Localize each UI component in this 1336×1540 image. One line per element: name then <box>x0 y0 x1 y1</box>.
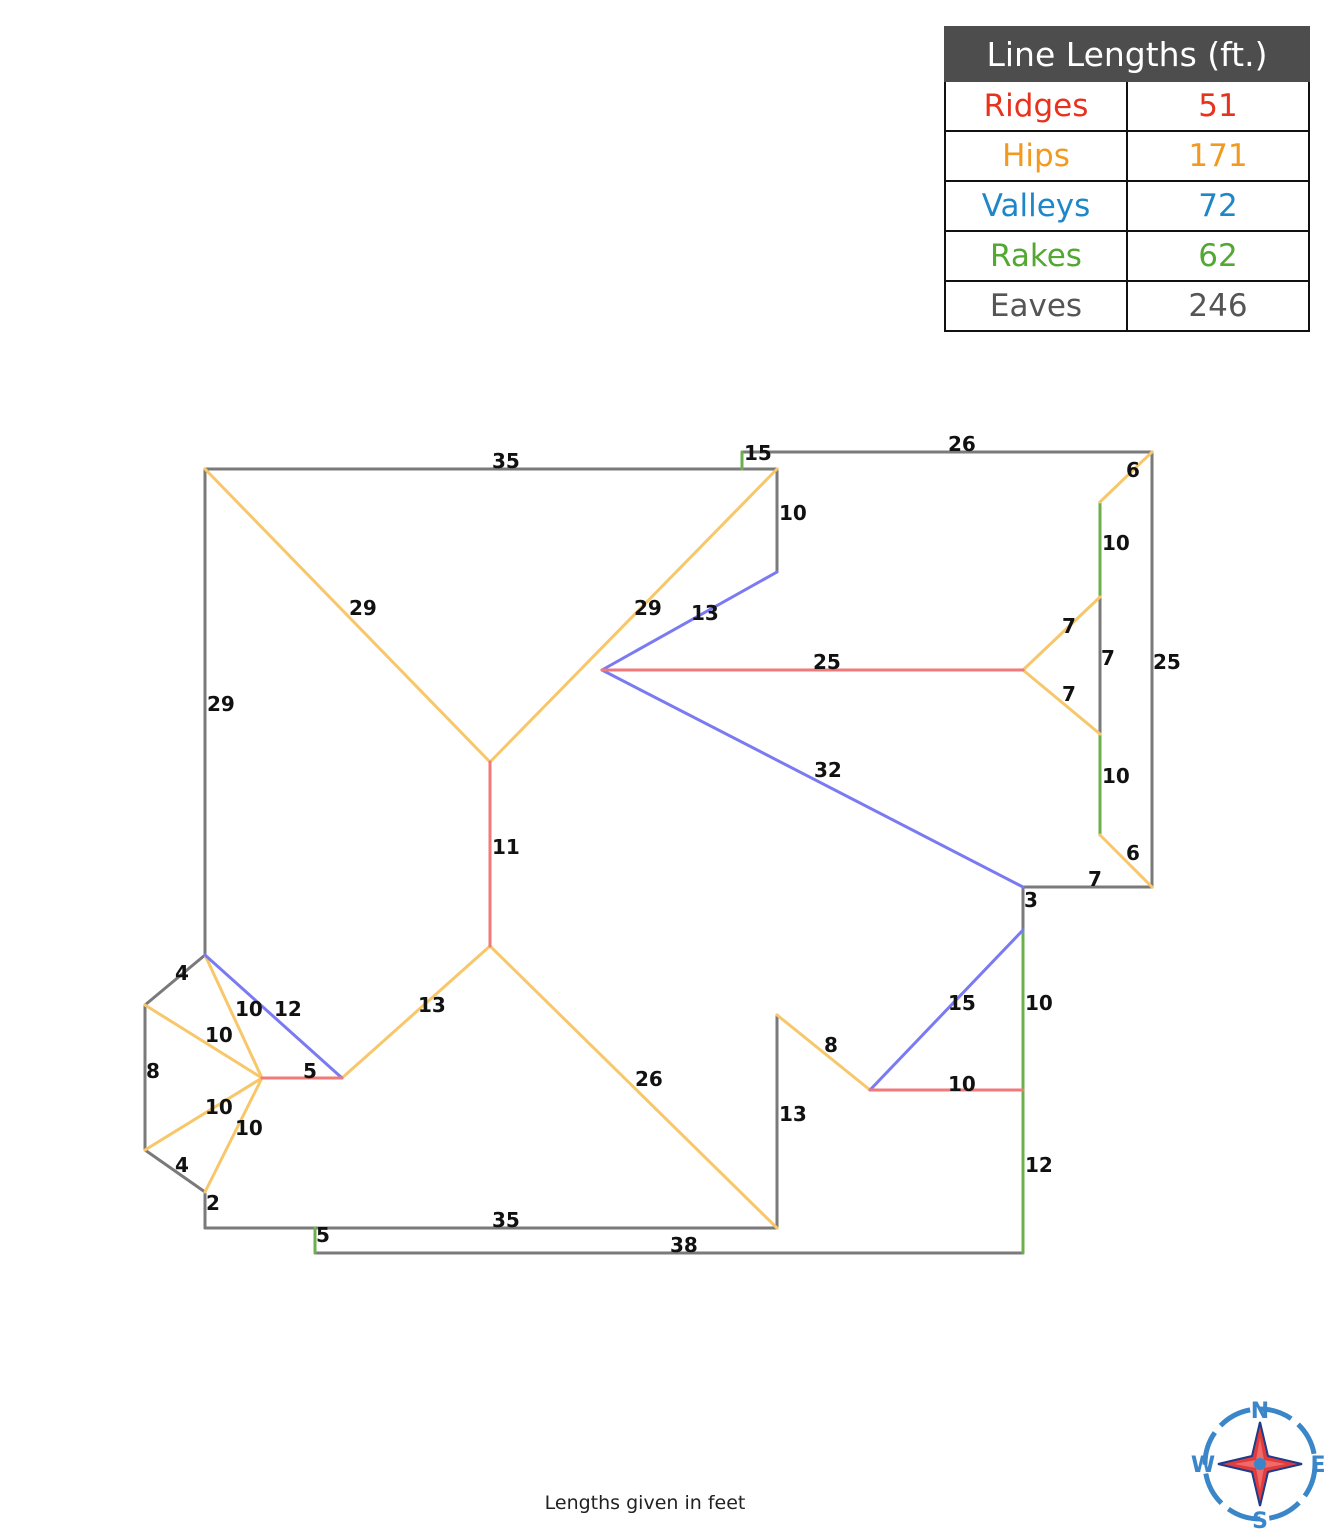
compass-east-label: E <box>1310 1453 1325 1478</box>
length-label: 10 <box>1102 764 1130 788</box>
length-label: 10 <box>235 997 263 1021</box>
length-label: 10 <box>235 1116 263 1140</box>
length-label: 10 <box>1102 531 1130 555</box>
legend-label-hips: Hips <box>944 130 1128 182</box>
length-label: 7 <box>1101 646 1115 670</box>
length-label: 15 <box>744 441 772 465</box>
eave-line <box>143 953 207 1007</box>
length-label: 5 <box>316 1223 330 1247</box>
length-label: 3 <box>1024 888 1038 912</box>
length-label: 10 <box>205 1095 233 1119</box>
length-label: 26 <box>635 1067 663 1091</box>
hip-line <box>203 1076 264 1194</box>
compass-ring <box>1202 1406 1318 1522</box>
legend-title: Line Lengths (ft.) <box>944 26 1310 82</box>
hip-line <box>340 944 492 1080</box>
units-note: Lengths given in feet <box>544 1492 746 1514</box>
length-label: 12 <box>274 997 302 1021</box>
hip-line <box>203 953 264 1080</box>
legend-label-valleys: Valleys <box>944 180 1128 232</box>
legend-row-ridges: Ridges 51 <box>944 80 1310 132</box>
length-label: 35 <box>492 1208 520 1232</box>
legend-row-valleys: Valleys 72 <box>944 180 1310 232</box>
valley-line <box>203 953 344 1080</box>
legend-row-hips: Hips 171 <box>944 130 1310 182</box>
length-label: 8 <box>824 1033 838 1057</box>
length-label: 32 <box>814 758 842 782</box>
length-label: 10 <box>779 501 807 525</box>
legend-label-rakes: Rakes <box>944 230 1128 282</box>
length-label: 8 <box>146 1059 160 1083</box>
valley-lines <box>203 570 1025 1092</box>
legend-value-valleys: 72 <box>1126 180 1310 232</box>
legend-value-eaves: 246 <box>1126 280 1310 332</box>
eave-line <box>143 1148 207 1194</box>
length-label: 10 <box>1025 991 1053 1015</box>
legend-label-eaves: Eaves <box>944 280 1128 332</box>
length-label: 29 <box>207 692 235 716</box>
eave-lines <box>143 450 1154 1255</box>
length-labels: 35 15 26 6 10 10 29 29 13 29 25 7 7 25 7… <box>146 432 1181 1257</box>
hip-line <box>1021 595 1102 672</box>
length-label: 13 <box>779 1102 807 1126</box>
ridge-lines <box>260 668 1025 1092</box>
hip-line <box>775 1013 872 1092</box>
length-label: 5 <box>303 1059 317 1083</box>
valley-line <box>600 668 1025 889</box>
compass-west-label: W <box>1191 1453 1215 1478</box>
length-label: 13 <box>691 601 719 625</box>
length-label: 38 <box>670 1233 698 1257</box>
length-label: 29 <box>349 596 377 620</box>
length-label: 29 <box>634 596 662 620</box>
length-label: 35 <box>492 449 520 473</box>
hip-line <box>488 944 779 1230</box>
legend-value-hips: 171 <box>1126 130 1310 182</box>
line-lengths-legend: Line Lengths (ft.) Ridges 51 Hips 171 Va… <box>944 26 1310 332</box>
length-label: 10 <box>205 1023 233 1047</box>
length-label: 11 <box>492 835 520 859</box>
compass-north-label: N <box>1251 1399 1269 1424</box>
hip-line <box>488 467 779 764</box>
valley-line <box>600 570 779 672</box>
hip-line <box>203 467 492 764</box>
length-label: 12 <box>1025 1153 1053 1177</box>
hip-line <box>1098 833 1154 889</box>
length-label: 4 <box>175 1153 189 1177</box>
compass-rose-icon: N E S W <box>1191 1399 1326 1534</box>
valley-line <box>868 928 1025 1092</box>
hip-line <box>1098 450 1154 504</box>
length-label: 6 <box>1126 458 1140 482</box>
compass-center <box>1254 1458 1266 1470</box>
hip-line <box>1021 668 1102 736</box>
legend-row-eaves: Eaves 246 <box>944 280 1310 332</box>
hip-line <box>143 1003 264 1080</box>
hip-line <box>143 1076 264 1152</box>
length-label: 2 <box>206 1191 220 1215</box>
length-label: 4 <box>175 961 189 985</box>
compass-south-label: S <box>1252 1509 1268 1534</box>
length-label: 7 <box>1062 682 1076 706</box>
length-label: 15 <box>948 991 976 1015</box>
length-label: 10 <box>948 1072 976 1096</box>
roof-diagram: 35 15 26 6 10 10 29 29 13 29 25 7 7 25 7… <box>143 432 1181 1257</box>
legend-value-ridges: 51 <box>1126 80 1310 132</box>
length-label: 25 <box>813 650 841 674</box>
legend-value-rakes: 62 <box>1126 230 1310 282</box>
rake-lines <box>313 450 1102 1255</box>
length-label: 7 <box>1062 614 1076 638</box>
hip-lines <box>143 450 1154 1230</box>
length-label: 25 <box>1153 650 1181 674</box>
legend-row-rakes: Rakes 62 <box>944 230 1310 282</box>
legend-label-ridges: Ridges <box>944 80 1128 132</box>
length-label: 13 <box>418 993 446 1017</box>
length-label: 6 <box>1126 841 1140 865</box>
length-label: 7 <box>1088 867 1102 891</box>
length-label: 26 <box>948 432 976 456</box>
